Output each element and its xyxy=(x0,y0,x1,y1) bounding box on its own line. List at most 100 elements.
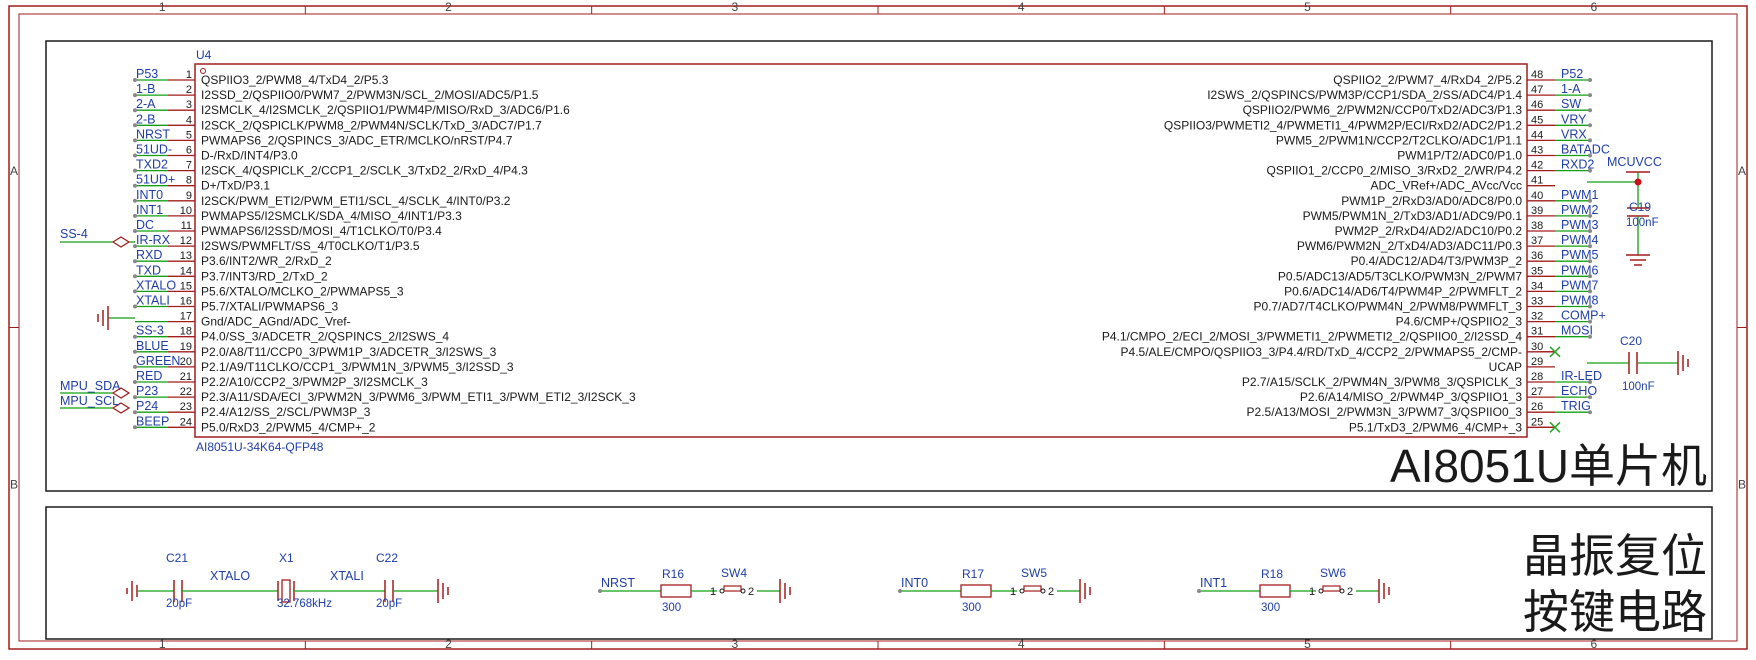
wire-endpoint xyxy=(133,259,137,264)
pin-number: 42 xyxy=(1531,160,1543,172)
pin-name: QSPIIO1_2/CCP0_2/MISO_3/RxD2_2/WR/P4.2 xyxy=(1267,164,1523,178)
port-ss4[interactable]: SS-4 xyxy=(60,227,135,248)
mcu-pin[interactable]: 45QSPIIO3/PWMETI2_4/PWMETI1_4/PWM2P/ECI/… xyxy=(1164,112,1592,132)
mcu-pin[interactable]: 30P4.5/ALE/CMPO/QSPIIO3_3/P4.4/RD/TxD_4/… xyxy=(1121,341,1561,359)
mcu-pin[interactable]: 31P4.1/CMPO_2/ECI_2/MOSI_3/PWMETI1_2/PWM… xyxy=(1102,324,1593,344)
pin-number: 31 xyxy=(1531,326,1543,338)
pin-name: P4.6/CMP+/QSPIIO2_3 xyxy=(1396,315,1523,329)
capacitor-c20[interactable]: C20 100nF xyxy=(1587,334,1689,393)
pin-name: P2.3/A11/SDA/ECI_3/PWM2N_3/PWM6_3/PWM_ET… xyxy=(201,390,636,404)
pin-number: 13 xyxy=(180,250,192,262)
pin-number: 19 xyxy=(180,341,192,353)
mcu-pin[interactable]: 26P2.5/A13/MOSI_2/PWM3N_3/PWM7_3/QSPIIO0… xyxy=(1247,399,1592,419)
capacitor-c21[interactable]: C21 20pF xyxy=(126,551,278,610)
mcu-part-number: AI8051U-34K64-QFP48 xyxy=(196,440,324,454)
c20-value: 100nF xyxy=(1622,381,1655,393)
wire-endpoint xyxy=(1588,259,1592,264)
pin-name: PWM2P_2/RxD4/AD2/ADC10/P0.2 xyxy=(1335,224,1523,238)
net-label: GREEN xyxy=(136,354,180,368)
pin-number: 44 xyxy=(1531,129,1543,141)
frame-column-label: 6 xyxy=(1590,637,1597,651)
mcu-pin[interactable]: 42 QSPIIO1_2/CCP0_2/MISO_3/RxD2_2/WR/P4.2… xyxy=(1267,158,1595,178)
pin-number: 15 xyxy=(180,280,192,292)
wire-endpoint xyxy=(1588,108,1592,113)
wire-endpoint xyxy=(133,138,137,143)
net-label: PWM7 xyxy=(1561,278,1599,292)
pin-name: P5.1/TxD3_2/PWM6_4/CMP+_3 xyxy=(1349,420,1522,434)
mcu-u4[interactable]: U4 AI8051U-34K64-QFP48 xyxy=(194,48,1528,454)
mcu-pin[interactable]: 28P2.7/A15/SCLK_2/PWM4N_3/PWM8_3/QSPICLK… xyxy=(1242,369,1602,389)
pin-number: 14 xyxy=(180,265,192,277)
wire-endpoint xyxy=(133,364,137,369)
wire-endpoint xyxy=(1588,138,1592,143)
mcu-pin[interactable]: 47I2SWS_2/QSPINCS/PWM3P/CCP1/SDA_2/SS/AD… xyxy=(1207,82,1592,102)
capacitor-c22[interactable]: C22 20pF xyxy=(376,551,449,610)
port-mpu-sda[interactable]: MPU_SDA xyxy=(60,379,131,399)
wire-endpoint xyxy=(133,289,137,294)
net-label: NRST xyxy=(601,576,635,590)
pin-name: P5.7/XTALI/PWMAPS6_3 xyxy=(201,300,338,314)
wire-endpoint xyxy=(1588,229,1592,233)
c21-ref: C21 xyxy=(166,551,188,565)
capacitor-c19[interactable]: C19 100nF xyxy=(1626,200,1659,266)
net-label: 1-B xyxy=(136,82,155,96)
mcu-pin[interactable]: 46QSPIIO2/PWM6_2/PWM2N/CCP0/TxD2/ADC3/P1… xyxy=(1243,97,1592,117)
crystal-x1[interactable]: X1 32.768kHz XTALO XTALI xyxy=(210,551,385,610)
net-label: COMP+ xyxy=(1561,309,1606,323)
wire-endpoint xyxy=(133,78,137,82)
vcc-net[interactable]: MCUVCC xyxy=(1587,155,1662,208)
pin-name: QSPIIO3/PWMETI2_4/PWMETI1_4/PWM2P/ECI/Rx… xyxy=(1164,118,1522,132)
switch-pin-1: 1 xyxy=(710,586,716,598)
switch-ref: SW4 xyxy=(721,566,747,580)
pin-name: I2SCK/PWM_ETI2/PWM_ETI1/SCL_4/SCLK_4/INT… xyxy=(201,194,511,208)
port-mpu-scl[interactable]: MPU_SCL xyxy=(60,394,131,414)
pin-number: 1 xyxy=(186,69,192,81)
wire-endpoint xyxy=(133,304,137,309)
frame-row-label: A xyxy=(1738,164,1746,178)
